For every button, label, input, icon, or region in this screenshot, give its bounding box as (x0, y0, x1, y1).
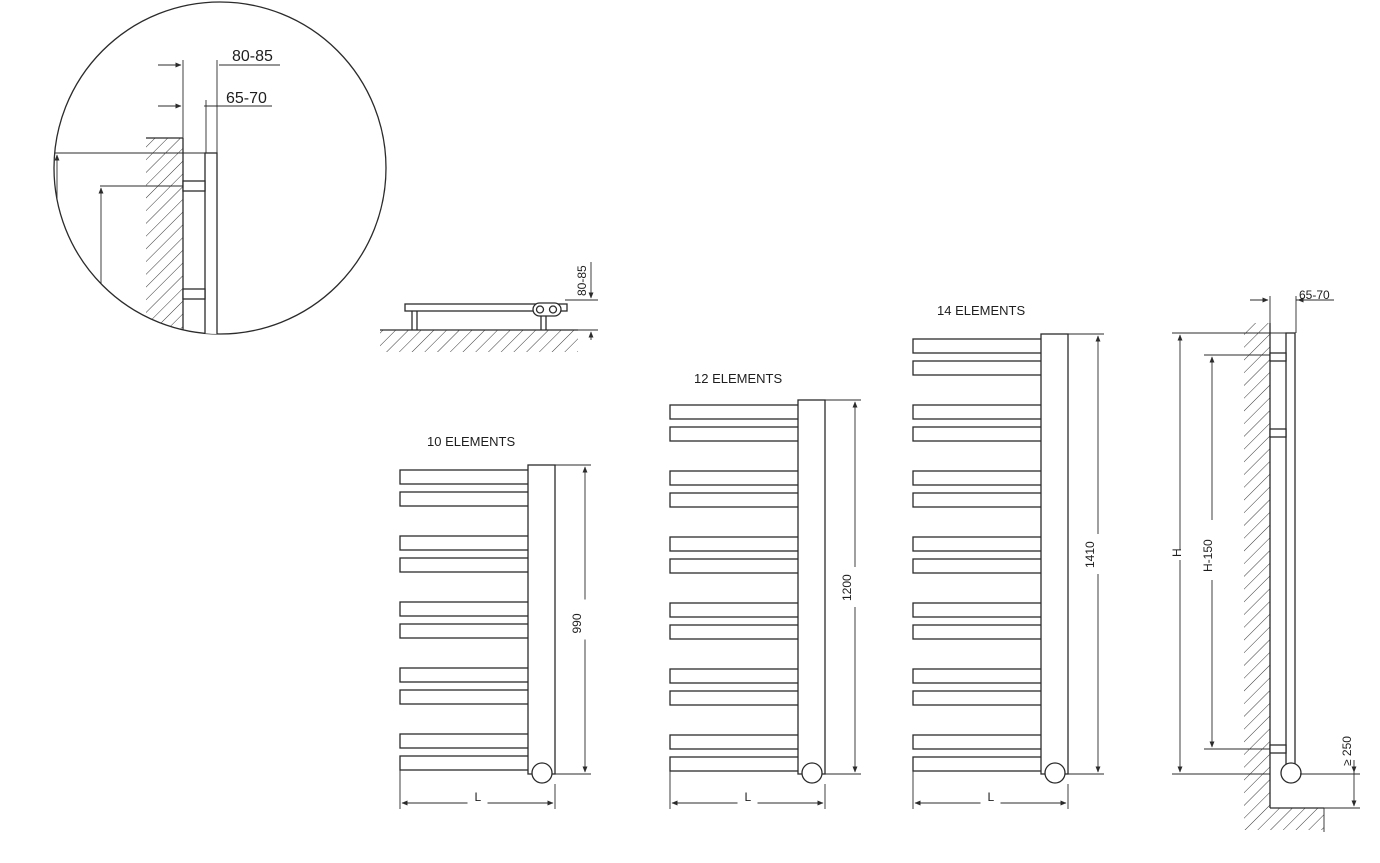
profile-view: 65-70 H H-150 ≥ 250 (1170, 288, 1360, 832)
radiator-tube (204, 152, 218, 334)
towel-bar (912, 404, 1044, 420)
towel-bar (912, 338, 1044, 354)
valve (531, 762, 553, 784)
towel-bar (399, 557, 531, 573)
profile-dim-height: H (1170, 548, 1184, 557)
towel-bar (912, 470, 1044, 486)
towel-bar (399, 623, 531, 639)
valve (1044, 762, 1066, 784)
valve (801, 762, 823, 784)
towel-bar (912, 624, 1044, 640)
towel-bar (669, 426, 801, 442)
model-width-dim: L (475, 790, 482, 804)
towel-bar (669, 756, 801, 772)
towel-bar (669, 470, 801, 486)
profile-bracket-top (1269, 352, 1287, 362)
vertical-tube (1040, 333, 1069, 775)
vertical-tube (527, 464, 556, 775)
towel-bar (912, 756, 1044, 772)
towel-bar (399, 755, 531, 771)
towel-bar (399, 689, 531, 705)
towel-bar (669, 492, 801, 508)
towel-bar (669, 602, 801, 618)
profile-dim-floor-clearance: ≥ 250 (1340, 736, 1354, 766)
towel-bar (912, 426, 1044, 442)
profile-tube (1285, 332, 1296, 772)
profile-dim-depth: 65-70 (1299, 288, 1330, 302)
profile-dim-bracket-spacing: H-150 (1201, 539, 1215, 572)
towel-bar (399, 601, 531, 617)
towel-bar (912, 536, 1044, 552)
model-width-dim: L (988, 790, 995, 804)
bracket-lower (182, 288, 206, 300)
towel-bar (669, 668, 801, 684)
towel-bar (912, 734, 1044, 750)
floor-hatch (380, 330, 578, 352)
bracket-upper (182, 180, 206, 192)
towel-bar (912, 492, 1044, 508)
model-height-dim: 1200 (840, 574, 854, 601)
profile-bracket-bottom (1269, 744, 1287, 754)
towel-bar (399, 535, 531, 551)
detail-dim-outer: 80-85 (232, 48, 273, 65)
vertical-tube (797, 399, 826, 775)
model-label: 12 ELEMENTS (694, 371, 782, 386)
towel-bar (912, 602, 1044, 618)
profile-valve (1280, 762, 1302, 784)
towel-bar (669, 404, 801, 420)
model-height-dim: 990 (570, 613, 584, 633)
profile-bracket-mid (1269, 428, 1287, 438)
towel-bar (399, 667, 531, 683)
model-label: 10 ELEMENTS (427, 434, 515, 449)
profile-wall-hatch (1244, 323, 1270, 808)
model-label: 14 ELEMENTS (937, 303, 1025, 318)
detail-dim-inner: 65-70 (226, 90, 267, 107)
towel-bar (669, 734, 801, 750)
side-rail (404, 303, 568, 312)
towel-bar (912, 690, 1044, 706)
profile-floor-hatch (1244, 808, 1324, 830)
towel-bar (399, 491, 531, 507)
towel-bar (669, 690, 801, 706)
wall-hatch (146, 138, 183, 334)
towel-bar (399, 469, 531, 485)
detail-circle: 80-85 65-70 (53, 1, 387, 335)
towel-bar (399, 733, 531, 749)
towel-bar (912, 668, 1044, 684)
towel-bar (669, 558, 801, 574)
towel-bar (669, 624, 801, 640)
towel-bar (912, 558, 1044, 574)
towel-bar (912, 360, 1044, 376)
towel-bar (669, 536, 801, 552)
side-view: 80-85 (380, 262, 598, 352)
model-height-dim: 1410 (1083, 541, 1097, 568)
side-dim-depth: 80-85 (575, 265, 589, 296)
model-width-dim: L (745, 790, 752, 804)
